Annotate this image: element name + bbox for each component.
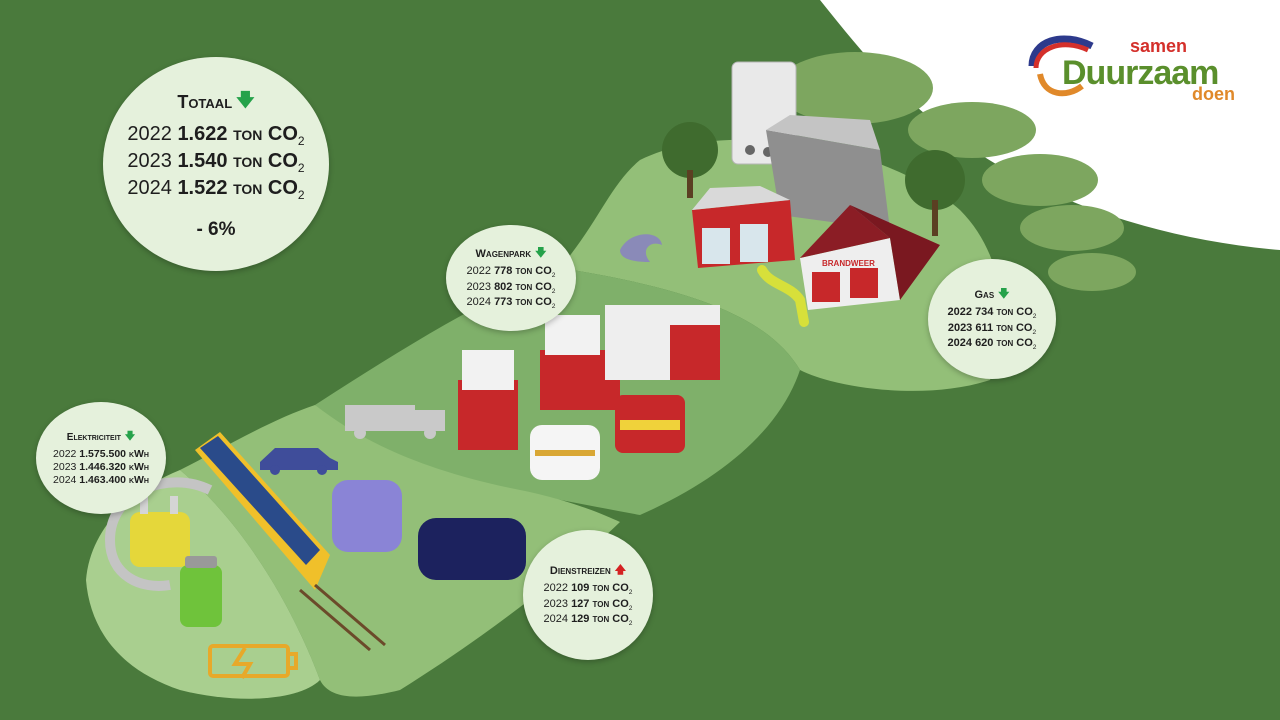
train xyxy=(195,432,330,590)
rails xyxy=(299,583,386,652)
fire-van xyxy=(615,395,685,453)
car-navy xyxy=(418,518,526,580)
totaal-change: - 6% xyxy=(196,218,236,240)
battery xyxy=(180,556,222,627)
wagenpark-row-2022: 2022 778 ton CO2 xyxy=(466,265,556,280)
white-corner xyxy=(820,0,1280,250)
wagenpark-title: Wagenpark xyxy=(475,247,532,260)
toe-1 xyxy=(777,52,933,124)
tree-right xyxy=(905,150,965,210)
gas-row-2022: 2022 734 ton CO2 xyxy=(947,306,1037,321)
fire-truck-3 xyxy=(605,305,720,380)
tree-left xyxy=(662,122,718,178)
brandweer-sign: BRANDWEER xyxy=(822,259,875,268)
wagenpark-bubble: Wagenpark 🡇 2022 778 ton CO2 2023 802 to… xyxy=(446,225,576,331)
totaal-title: Totaal xyxy=(177,92,233,112)
gas-row-2023: 2023 611 ton CO2 xyxy=(947,321,1037,336)
sole-cars xyxy=(180,405,620,697)
dienstreizen-title: Dienstreizen xyxy=(549,564,611,577)
logo-doen: doen xyxy=(1192,84,1235,104)
gas-title: Gas xyxy=(974,288,995,301)
gray-building xyxy=(766,130,890,230)
battery-outline-icon xyxy=(208,644,298,679)
dienstreizen-row-2024: 2024 129 ton CO2 xyxy=(543,613,633,628)
flame-symbol xyxy=(620,234,662,262)
elektriciteit-title: Elektriciteit xyxy=(66,431,121,443)
gas-pipe xyxy=(757,265,809,327)
arrow-down-icon: 🡇 xyxy=(998,288,1010,301)
charge-loop xyxy=(104,477,213,591)
totaal-row-2024: 2024 1.522 ton CO2 xyxy=(127,176,305,202)
toe-2 xyxy=(908,102,1036,158)
samen-duurzaam-doen-logo: samen Duurzaam doen xyxy=(1022,26,1252,106)
fire-truck-1 xyxy=(458,350,518,450)
gas-row-2024: 2024 620 ton CO2 xyxy=(947,337,1037,352)
dienstreizen-row-2022: 2022 109 ton CO2 xyxy=(543,582,633,597)
dienstreizen-bubble: Dienstreizen 🡅 2022 109 ton CO2 2023 127… xyxy=(523,530,653,660)
elektriciteit-row-2024: 2024 1.463.400 kWh xyxy=(53,474,149,487)
logo-samen: samen xyxy=(1130,36,1188,56)
totaal-row-2022: 2022 1.622 ton CO2 xyxy=(127,122,305,148)
toe-3 xyxy=(982,154,1098,206)
white-car xyxy=(530,425,600,480)
dienstreizen-row-2023: 2023 127 ton CO2 xyxy=(543,597,633,612)
logo-swoosh-icon xyxy=(1028,35,1094,97)
logo-duurzaam: Duurzaam xyxy=(1062,54,1219,92)
plug xyxy=(130,496,190,567)
totaal-bubble: Totaal 🡇 2022 1.622 ton CO2 2023 1.540 t… xyxy=(103,57,329,271)
car-silhouette xyxy=(260,448,338,470)
wagenpark-row-2024: 2024 773 ton CO2 xyxy=(466,296,556,311)
arrow-down-icon: 🡇 xyxy=(236,89,255,110)
sole-buildings xyxy=(560,139,1003,391)
elektriciteit-row-2022: 2022 1.575.500 kWh xyxy=(53,447,149,460)
arrow-up-icon: 🡅 xyxy=(614,564,627,577)
elektriciteit-row-2023: 2023 1.446.320 kWh xyxy=(53,460,149,473)
car-purple xyxy=(332,480,402,552)
totaal-row-2023: 2023 1.540 ton CO2 xyxy=(127,149,305,175)
toe-4 xyxy=(1020,205,1124,251)
arrow-down-icon: 🡇 xyxy=(124,430,136,442)
wagenpark-row-2023: 2023 802 ton CO2 xyxy=(466,280,556,295)
elektriciteit-bubble: Elektriciteit 🡇 2022 1.575.500 kWh 2023 … xyxy=(36,402,166,514)
arrow-down-icon: 🡇 xyxy=(535,247,547,260)
truck-silhouette xyxy=(345,405,445,439)
gas-bubble: Gas 🡇 2022 734 ton CO2 2023 611 ton CO2 … xyxy=(928,259,1056,379)
toe-5 xyxy=(1048,253,1136,291)
